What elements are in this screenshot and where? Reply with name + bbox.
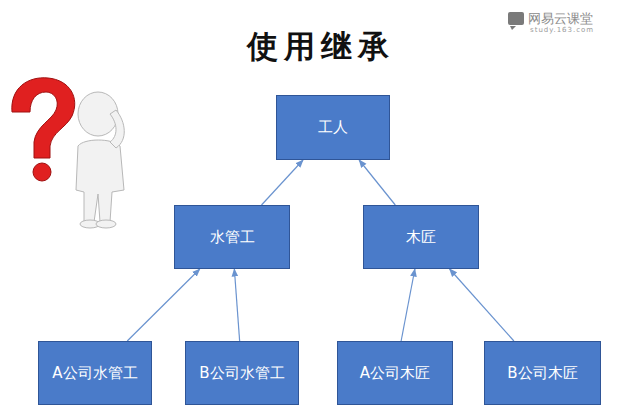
class-box: B公司木匠 [484, 341, 601, 405]
inheritance-arrow [262, 160, 304, 205]
class-name: B公司水管工 [199, 364, 284, 383]
watermark-text: 网易云课堂 [528, 10, 593, 28]
class-box: 水管工 [174, 205, 290, 269]
class-name: B公司木匠 [507, 364, 577, 383]
question-dot [33, 163, 51, 181]
class-name: 水管工 [210, 228, 255, 247]
inheritance-arrow [127, 269, 200, 341]
class-box: 工人 [276, 95, 390, 160]
class-box: B公司水管工 [185, 341, 299, 405]
inheritance-arrow [234, 269, 239, 341]
inheritance-arrow [359, 160, 395, 205]
question-mark [12, 78, 75, 158]
class-box: 木匠 [363, 205, 479, 269]
class-box: A公司水管工 [38, 341, 152, 405]
class-name: 木匠 [406, 228, 436, 247]
inheritance-arrow [450, 269, 514, 341]
watermark-icon-tail [510, 26, 516, 30]
class-name: 工人 [318, 118, 348, 137]
watermark-text: study.163.com [530, 26, 594, 34]
class-box: A公司木匠 [337, 341, 453, 405]
class-name: A公司水管工 [52, 364, 137, 383]
class-name: A公司木匠 [360, 364, 430, 383]
inheritance-arrow [401, 269, 415, 341]
watermark-icon [508, 12, 524, 25]
person-figure [76, 92, 124, 228]
